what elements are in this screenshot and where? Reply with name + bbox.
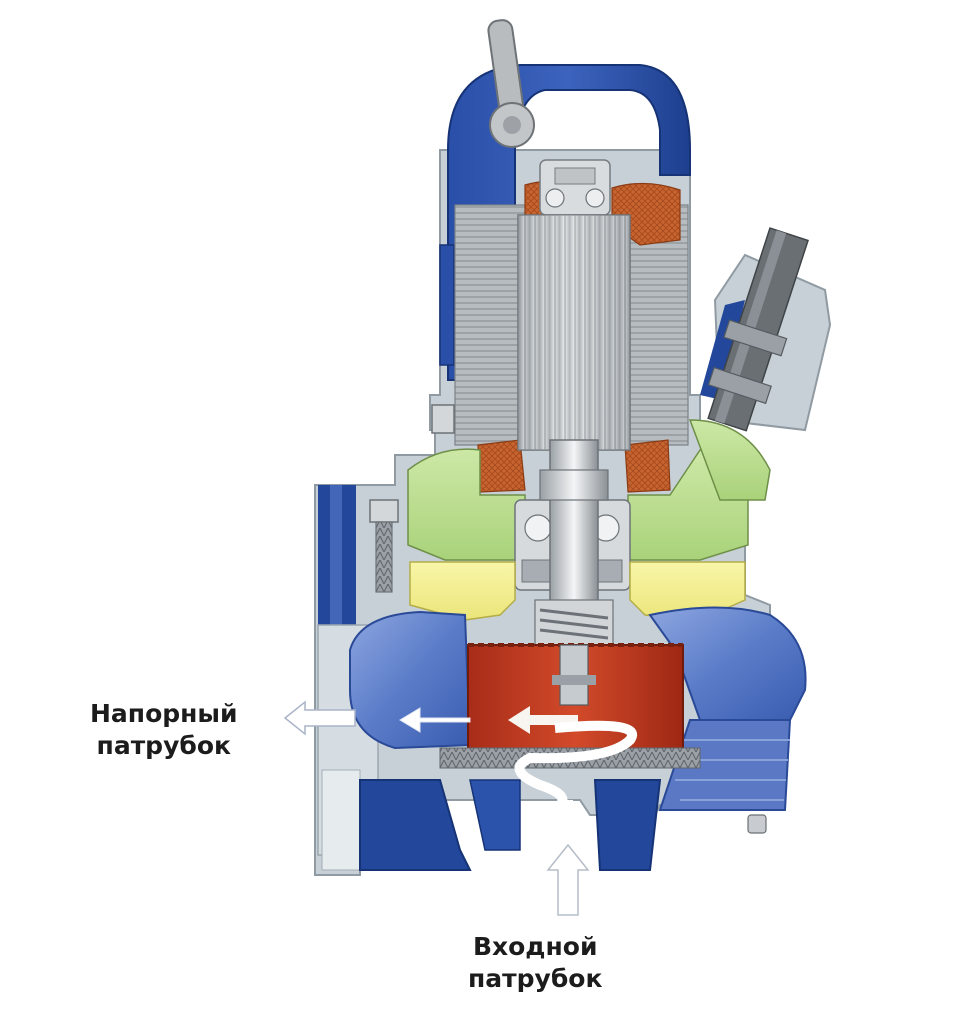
outlet-label-line2: патрубок xyxy=(96,731,231,760)
oil-chamber-lower xyxy=(409,561,746,621)
flow-arrows xyxy=(283,700,637,916)
base-feet xyxy=(359,779,767,871)
seal-spring xyxy=(534,599,614,646)
volute-casing xyxy=(349,606,807,811)
outlet-label-line1: Напорный xyxy=(90,699,238,728)
housing-bolt xyxy=(369,404,455,593)
inlet-label-line2: патрубок xyxy=(468,964,603,993)
impeller xyxy=(467,643,684,751)
rotor xyxy=(517,214,631,451)
inlet-label-line1: Входной xyxy=(472,932,598,961)
oil-chamber-upper xyxy=(407,419,771,561)
upper-bearing xyxy=(539,159,611,216)
inlet-pipe-label: Входной патрубок xyxy=(468,931,602,995)
outlet-pipe-label: Напорный патрубок xyxy=(90,698,238,762)
cable-gland xyxy=(664,227,832,509)
